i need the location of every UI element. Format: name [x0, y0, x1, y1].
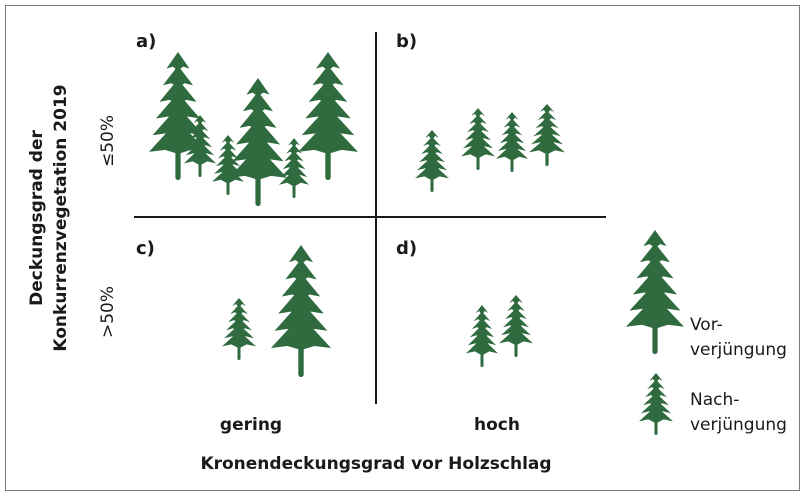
vorverjuengung-tree-icon: [229, 78, 287, 206]
vorverjuengung-tree-icon: [149, 52, 207, 180]
legend-vor-line2: verjüngung: [690, 340, 787, 360]
nachverjuengung-tree-icon: [466, 305, 498, 367]
row-label-bottom: >50%: [98, 286, 118, 338]
row-label-top: ≤50%: [98, 115, 118, 167]
vorverjuengung-tree-icon: [271, 245, 331, 377]
x-axis-title: Kronendeckungsgrad vor Holzschlag: [200, 454, 551, 474]
nachverjuengung-tree-icon: [499, 295, 533, 357]
tree-group: [149, 52, 684, 435]
vorverjuengung-tree-icon: [298, 52, 358, 180]
panel-label-c: c): [136, 238, 155, 259]
y-axis-title-line2: Konkurrenzvegetation 2019: [51, 84, 71, 351]
small-spruce-tree-icon: [639, 373, 673, 435]
legend-vor-line1: Vor-: [690, 315, 723, 335]
nachverjuengung-tree-icon: [184, 115, 216, 177]
nachverjuengung-tree-icon: [279, 138, 309, 198]
legend-nach-line2: verjüngung: [690, 415, 787, 435]
column-label-left: gering: [220, 415, 282, 435]
nachverjuengung-tree-icon: [461, 108, 495, 170]
nachverjuengung-tree-icon: [222, 298, 256, 360]
y-axis-title-line1: Deckungsgrad der: [27, 130, 47, 306]
panel-label-a: a): [136, 31, 156, 52]
panel-label-b: b): [396, 31, 417, 52]
nachverjuengung-tree-icon: [529, 104, 565, 166]
nachverjuengung-tree-icon: [415, 130, 449, 192]
legend-nach-line1: Nach-: [690, 390, 739, 410]
column-label-right: hoch: [474, 415, 520, 435]
large-spruce-tree-icon: [626, 230, 684, 354]
panel-label-d: d): [396, 238, 417, 259]
nachverjuengung-tree-icon: [496, 112, 528, 172]
figure-frame: [5, 5, 800, 491]
